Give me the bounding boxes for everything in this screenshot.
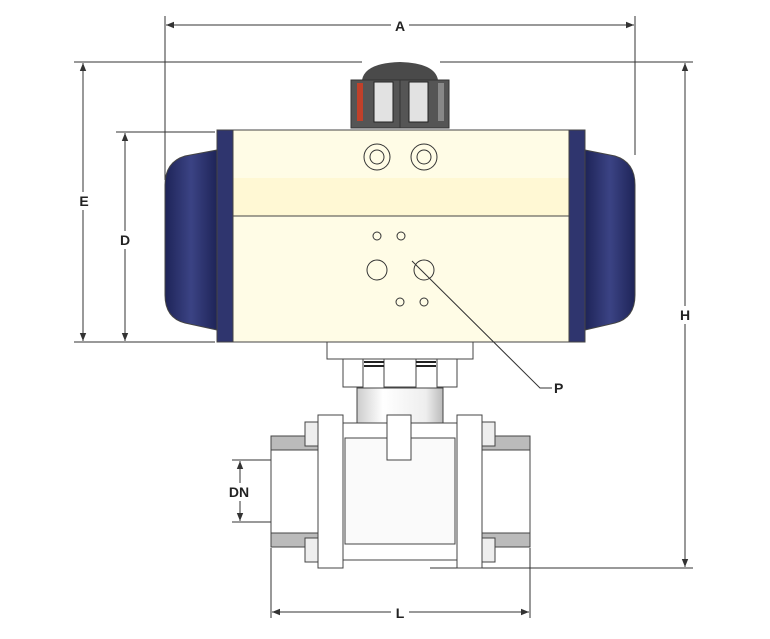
actuator-body: [216, 129, 586, 343]
mounting-holes: [366, 231, 435, 307]
dimension-label-dn: DN: [229, 484, 249, 500]
dimension-label-a: A: [395, 18, 405, 34]
dimension-label-h: H: [680, 307, 690, 323]
position-indicator: [350, 62, 450, 129]
dimension-label-e: E: [79, 193, 88, 209]
dimension-label-p: P: [554, 380, 563, 396]
dimension-label-l: L: [396, 605, 405, 621]
left-cover-plate: [216, 129, 234, 343]
dimension-labels: A E D H P DN L: [76, 17, 694, 622]
valve-body: [270, 414, 531, 569]
actuator-band: [233, 178, 569, 216]
left-end-cap: [164, 149, 218, 331]
dimension-label-d: D: [120, 232, 130, 248]
right-cover-plate: [568, 129, 586, 343]
air-ports: [363, 143, 438, 171]
right-end-cap: [584, 149, 636, 331]
mounting-bracket: [326, 341, 474, 424]
